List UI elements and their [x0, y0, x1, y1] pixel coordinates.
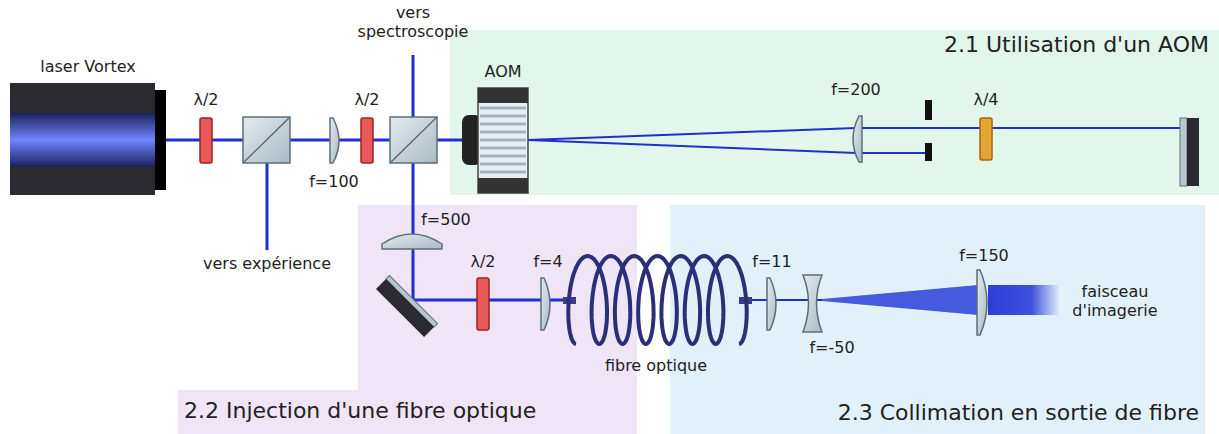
- node-heading: 2.3 Collimation en sortie de fibre: [838, 400, 1199, 426]
- component-label: f=11: [752, 252, 791, 271]
- component-label: f=100: [309, 172, 359, 191]
- component-label: f=4: [533, 252, 562, 271]
- component-label: λ/4: [973, 90, 998, 109]
- component-label: fibre optique: [605, 356, 707, 375]
- component-label: f=200: [831, 80, 881, 99]
- component-label: f=150: [959, 246, 1009, 265]
- node-heading: 2.1 Utilisation d'un AOM: [944, 32, 1209, 58]
- component-label: vers expérience: [197, 254, 337, 273]
- component-label: f=500: [421, 210, 471, 229]
- node-heading: laser Vortex: [10, 57, 166, 76]
- component-label: faisceau d'imagerie: [1058, 282, 1173, 320]
- component-label: λ/2: [193, 90, 218, 109]
- node-heading: 2.2 Injection d'une fibre optique: [178, 390, 637, 434]
- component-label: λ/2: [354, 90, 379, 109]
- node-heading: AOM: [462, 62, 544, 81]
- component-label: f=-50: [809, 338, 854, 357]
- component-label: vers spectroscopie: [338, 3, 488, 41]
- component-label: λ/2: [470, 252, 495, 271]
- region-band: AOM 2.1 Utilisation d'un AOM: [450, 30, 1219, 195]
